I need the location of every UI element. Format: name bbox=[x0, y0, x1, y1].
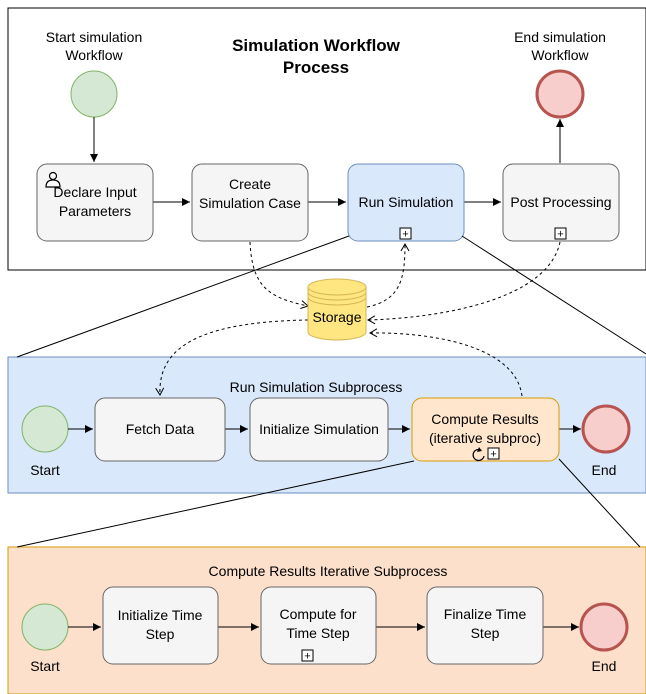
data-assoc-storage-to-fetch bbox=[155, 319, 309, 397]
diagram-title-line-1: Simulation Workflow bbox=[232, 36, 401, 55]
task-label-line-2: Step bbox=[146, 626, 175, 642]
compute-sub-end-label: End bbox=[592, 658, 617, 674]
task-label-line-1: Initialize Simulation bbox=[259, 421, 379, 437]
subprocess-plus-icon: + bbox=[301, 649, 314, 663]
zoom-line-run-right bbox=[461, 235, 646, 355]
zoom-line-compute-right bbox=[558, 458, 641, 548]
zoom-line-compute-left bbox=[16, 460, 415, 548]
data-assoc-create-to-storage bbox=[249, 241, 309, 309]
storage-datastore[interactable]: Storage bbox=[307, 278, 367, 341]
task-label-line-1: Compute Results bbox=[431, 411, 538, 427]
zoom-line-run-left bbox=[16, 235, 350, 358]
run-sub-start-label: Start bbox=[30, 462, 60, 478]
diagram-title-line-2: Process bbox=[283, 58, 349, 77]
start-event-label-line-1: Start simulation bbox=[46, 29, 142, 45]
end-event[interactable] bbox=[535, 69, 585, 119]
task-label-line-1: Run Simulation bbox=[359, 194, 454, 210]
task-label-line-1: Initialize Time bbox=[118, 607, 203, 623]
task-label-line-2: Step bbox=[471, 625, 500, 641]
end-event-label-line-2: Workflow bbox=[531, 47, 589, 63]
task-compute-results[interactable]: Compute Results (iterative subproc) + bbox=[411, 397, 560, 462]
subprocess-plus-icon: + bbox=[487, 447, 500, 461]
task-declare-input-parameters[interactable]: Declare Input Parameters bbox=[36, 163, 154, 242]
subprocess-plus-icon: + bbox=[554, 227, 567, 241]
subprocess-plus-icon: + bbox=[399, 227, 412, 241]
compute-sub-end-event[interactable] bbox=[579, 602, 629, 652]
task-label-line-2: Parameters bbox=[59, 203, 131, 219]
run-sub-end-label: End bbox=[592, 462, 617, 478]
task-label-line-1: Declare Input bbox=[53, 184, 136, 200]
task-initialize-time-step[interactable]: Initialize Time Step bbox=[102, 586, 219, 665]
end-event-label-line-1: End simulation bbox=[514, 29, 606, 45]
task-label-line-1: Fetch Data bbox=[126, 421, 195, 437]
task-create-simulation-case[interactable]: Create Simulation Case bbox=[191, 163, 309, 242]
task-finalize-time-step[interactable]: Finalize Time Step bbox=[426, 586, 544, 665]
run-subprocess-title: Run Simulation Subprocess bbox=[230, 379, 403, 395]
task-label-line-1: Create bbox=[229, 176, 271, 192]
svg-text:+: + bbox=[304, 651, 310, 663]
user-icon bbox=[45, 171, 61, 188]
data-assoc-storage-to-run bbox=[366, 242, 410, 308]
run-sub-end-event[interactable] bbox=[581, 404, 631, 454]
task-fetch-data[interactable]: Fetch Data bbox=[94, 397, 226, 462]
storage-label: Storage bbox=[312, 309, 361, 325]
svg-text:+: + bbox=[557, 229, 563, 241]
loop-icon bbox=[472, 447, 485, 462]
task-label-line-1: Compute for bbox=[279, 606, 356, 622]
task-label-line-2: (iterative subproc) bbox=[429, 430, 541, 446]
compute-subprocess-title: Compute Results Iterative Subprocess bbox=[209, 563, 448, 579]
start-event-label-line-2: Workflow bbox=[65, 47, 123, 63]
compute-sub-start-event[interactable] bbox=[21, 603, 69, 651]
start-event[interactable] bbox=[70, 70, 118, 118]
task-label-line-1: Post Processing bbox=[510, 194, 611, 210]
task-label-line-2: Time Step bbox=[286, 625, 349, 641]
svg-text:+: + bbox=[490, 449, 496, 461]
task-label-line-1: Finalize Time bbox=[444, 606, 527, 622]
task-run-simulation[interactable]: Run Simulation + bbox=[347, 163, 465, 242]
task-initialize-simulation[interactable]: Initialize Simulation bbox=[249, 397, 389, 462]
data-assoc-compute-to-storage bbox=[368, 328, 523, 397]
task-compute-for-time-step[interactable]: Compute for Time Step + bbox=[260, 586, 377, 665]
task-label-line-2: Simulation Case bbox=[199, 195, 301, 211]
run-sub-start-event[interactable] bbox=[21, 405, 69, 453]
svg-text:+: + bbox=[402, 229, 408, 241]
compute-sub-start-label: Start bbox=[30, 658, 60, 674]
task-post-processing[interactable]: Post Processing + bbox=[502, 163, 620, 242]
